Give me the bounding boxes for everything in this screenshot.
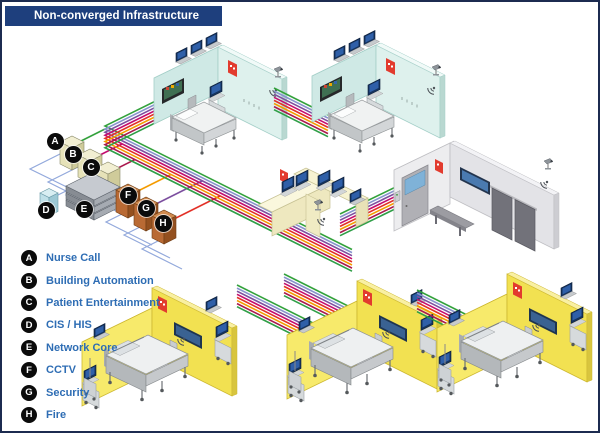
- node-badge-building-automation: B: [64, 145, 82, 163]
- legend-badge: G: [21, 384, 37, 401]
- legend-item-cctv: F CCTV: [21, 359, 160, 381]
- legend-badge: E: [21, 339, 37, 356]
- node-badge-nurse-call: A: [46, 132, 64, 150]
- legend-item-nurse-call: A Nurse Call: [21, 247, 160, 269]
- legend-badge: C: [21, 294, 37, 311]
- node-badge-security: G: [137, 199, 155, 217]
- node-badge-network-core: E: [75, 200, 93, 218]
- page-title: Non-converged Infrastructure: [5, 6, 222, 26]
- room-top-right: [312, 31, 445, 153]
- room-top-left: [154, 33, 287, 155]
- legend-item-network-core: E Network Core: [21, 337, 160, 359]
- cable-stubs: [72, 128, 221, 221]
- legend-item-security: G Security: [21, 381, 160, 403]
- legend-label: Patient Entertainment: [46, 296, 160, 309]
- legend-item-patient-entertainment: C Patient Entertainment: [21, 292, 160, 314]
- legend-label: CIS / HIS: [46, 319, 92, 332]
- legend-badge: F: [21, 362, 37, 379]
- node-badge-cis-his: D: [37, 201, 55, 219]
- legend-label: CCTV: [46, 364, 76, 377]
- node-badge-fire: H: [154, 214, 172, 232]
- legend-item-cis-his: D CIS / HIS: [21, 314, 160, 336]
- legend-item-fire: H Fire: [21, 404, 160, 426]
- legend-label: Security: [46, 386, 90, 399]
- legend-badge: D: [21, 317, 37, 334]
- legend-label: Nurse Call: [46, 252, 101, 265]
- legend-badge: H: [21, 406, 37, 423]
- legend: A Nurse Call B Building Automation C Pat…: [21, 247, 160, 426]
- legend-label: Network Core: [46, 341, 118, 354]
- legend-badge: A: [21, 250, 37, 267]
- room-bottom-right: [437, 272, 592, 395]
- corridor-area: [394, 141, 559, 251]
- legend-label: Building Automation: [46, 274, 154, 287]
- legend-item-building-automation: B Building Automation: [21, 269, 160, 291]
- node-badge-patient-entertainment: C: [82, 158, 100, 176]
- node-badge-cctv: F: [119, 186, 137, 204]
- legend-label: Fire: [46, 408, 67, 421]
- legend-badge: B: [21, 272, 37, 289]
